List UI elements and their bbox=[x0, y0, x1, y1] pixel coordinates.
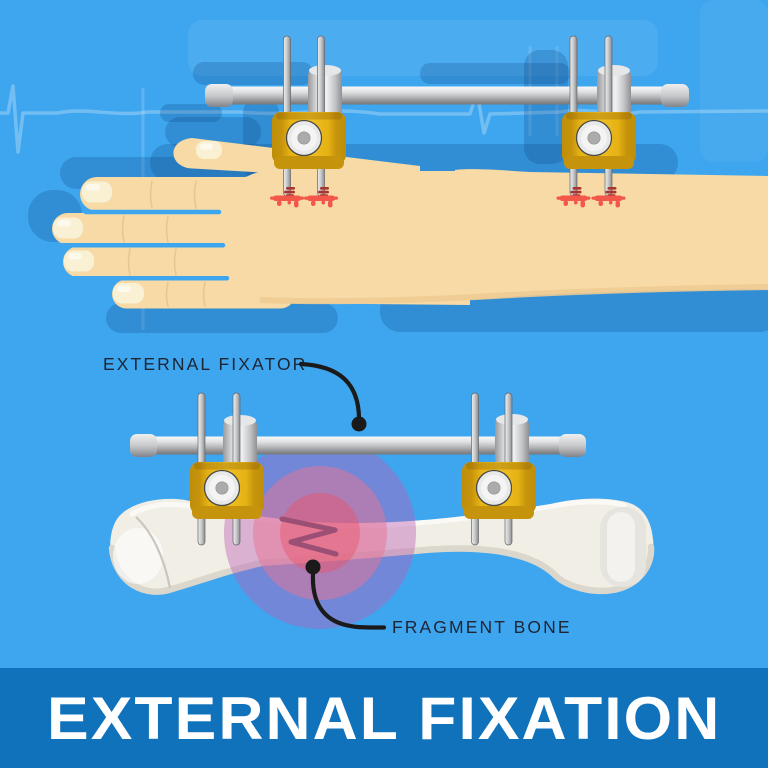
fixator-clamp bbox=[461, 461, 537, 520]
device-shadow bbox=[193, 62, 313, 85]
fragment-bone-annotation: FRAGMENT BONE bbox=[305, 559, 572, 637]
hand-shadow bbox=[106, 303, 338, 333]
fixator-bar-end-cap bbox=[661, 84, 689, 107]
forearm bbox=[455, 169, 768, 300]
background-light-panel bbox=[188, 20, 658, 76]
background-light-panel bbox=[700, 0, 768, 162]
skin-shading bbox=[259, 284, 768, 305]
fixator-bar-end-cap bbox=[559, 434, 586, 457]
fixator-clamp bbox=[271, 111, 347, 170]
pointer-dot bbox=[351, 416, 367, 432]
fixator-bar-end-cap bbox=[130, 434, 157, 457]
finger-ring bbox=[63, 246, 295, 277]
external-fixator-label: EXTERNAL FIXATOR bbox=[103, 354, 307, 374]
title-banner: EXTERNAL FIXATION bbox=[0, 668, 768, 768]
fracture-crack bbox=[279, 516, 339, 557]
pointer-dot bbox=[305, 559, 321, 575]
fixator-clamp bbox=[189, 461, 265, 520]
bottom-external-fixator bbox=[130, 392, 586, 546]
device-shadow bbox=[160, 104, 222, 122]
finger-middle bbox=[52, 213, 295, 245]
top-external-fixator bbox=[205, 35, 689, 208]
bone-head-line bbox=[135, 516, 172, 589]
fixator-bar-end-cap bbox=[205, 84, 233, 107]
finger-creases bbox=[121, 180, 206, 307]
device-shadow bbox=[524, 50, 568, 164]
leader-line bbox=[310, 571, 387, 630]
device-shadow bbox=[420, 63, 570, 84]
bone-knob-highlight bbox=[607, 512, 635, 582]
fixator-clamp bbox=[561, 111, 637, 170]
fingernails bbox=[53, 141, 222, 304]
illustration-svg: EXTERNAL FIXATOR bbox=[0, 0, 768, 637]
leader-line bbox=[298, 361, 362, 420]
fragment-bone-label: FRAGMENT BONE bbox=[392, 617, 572, 637]
title-banner-text: EXTERNAL FIXATION bbox=[46, 684, 722, 752]
external-fixator-annotation: EXTERNAL FIXATOR bbox=[103, 354, 367, 432]
finger-gaps bbox=[55, 209, 230, 281]
finger-index bbox=[80, 177, 295, 211]
bone-head-highlight bbox=[113, 528, 163, 584]
